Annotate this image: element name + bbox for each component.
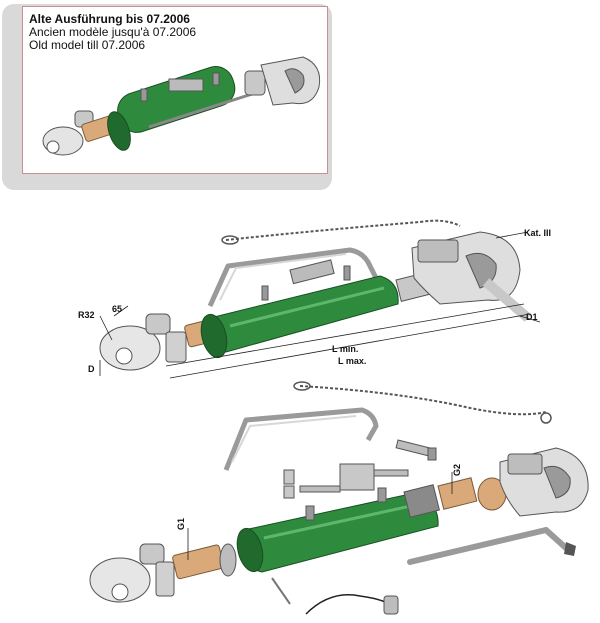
exploded-eye-end: [89, 543, 237, 603]
chain: [225, 219, 461, 241]
dim-kat: Kat. III: [524, 228, 551, 238]
old-model-inset: Alte Ausführung bis 07.2006 Ancien modèl…: [22, 6, 328, 174]
exploded-pin: [407, 527, 576, 565]
dim-65: 65: [112, 304, 122, 314]
old-model-drawing: [42, 56, 321, 156]
dimension-lines: [99, 231, 541, 379]
dim-l-max: L max.: [338, 356, 366, 366]
inset-cylinder: [107, 66, 256, 151]
chain-hook: [221, 235, 239, 245]
exploded-view: G1 G2: [89, 381, 589, 615]
dim-g1: G1: [176, 518, 186, 530]
thread-g2: [437, 477, 478, 510]
dim-l-min: L min.: [332, 344, 358, 354]
exploded-lynch-pin: [271, 577, 399, 615]
dim-r32: R32: [78, 310, 95, 320]
inset-title-de: Alte Ausführung bis 07.2006: [29, 12, 190, 26]
inset-title-en: Old model till 07.2006: [29, 38, 146, 52]
cylinder: [200, 259, 399, 359]
exploded-hook-end: [477, 447, 589, 517]
guard-bar: [207, 247, 383, 308]
assembled-top-link: R32 65 D L min. L max. D1 Kat. III: [78, 219, 551, 379]
dim-d1: D1: [526, 312, 538, 322]
exploded-valve-block: [299, 463, 409, 493]
exploded-chain: [299, 385, 547, 416]
inset-title-fr: Ancien modèle jusqu'à 07.2006: [29, 25, 197, 39]
exploded-cylinder: [236, 484, 441, 573]
dim-g2: G2: [452, 464, 462, 476]
inset-hook-end: [244, 56, 321, 106]
dim-d: D: [88, 364, 95, 374]
hook-end: [411, 231, 532, 322]
inset-eye-end: [42, 110, 119, 156]
exploded-guard-bar: [223, 407, 379, 471]
exploded-bolts: [283, 439, 437, 499]
inset-caption: Alte Ausführung bis 07.2006 Ancien modèl…: [29, 13, 196, 52]
